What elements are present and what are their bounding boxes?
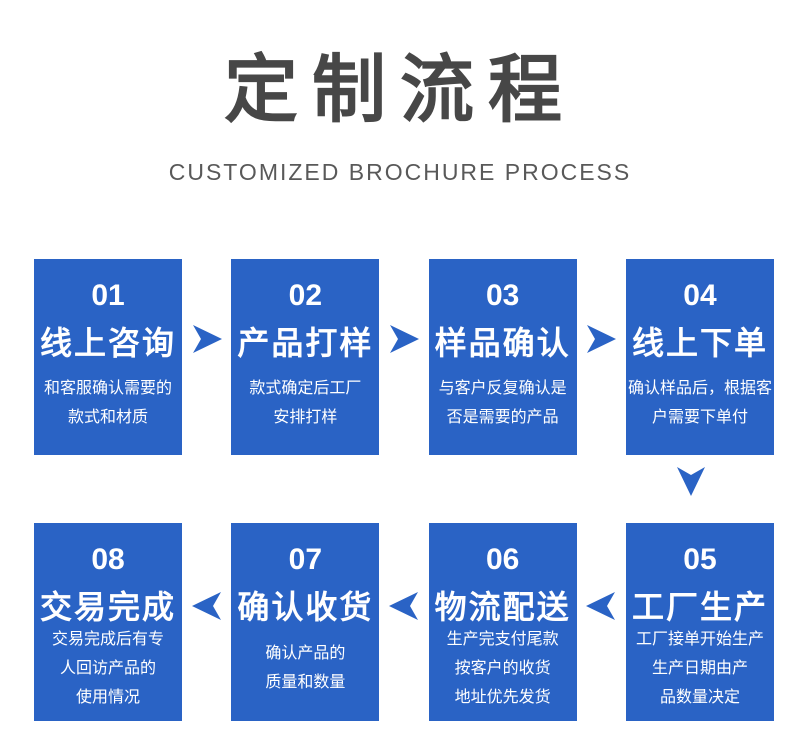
step-number: 06 xyxy=(485,543,520,576)
step-description: 生产完支付尾款 按客户的收货 地址优先发货 xyxy=(446,631,559,706)
arrow-left-icon xyxy=(586,592,616,620)
arrow-right-icon xyxy=(389,325,419,353)
page-subtitle: CUSTOMIZED BROCHURE PROCESS xyxy=(168,158,632,185)
step-card-07: 07 确认收货 确认产品的 质量和数量 xyxy=(231,523,380,721)
step-number: 03 xyxy=(485,279,520,312)
arrow-gap xyxy=(577,259,626,455)
step-title: 产品打样 xyxy=(237,325,374,361)
arrow-gap xyxy=(182,523,231,721)
step-card-08: 08 交易完成 交易完成后有专 人回访产品的 使用情况 xyxy=(34,523,182,721)
arrow-left-icon xyxy=(191,592,221,620)
step-title: 线上咨询 xyxy=(39,325,176,361)
arrow-left-icon xyxy=(388,592,418,620)
step-number: 08 xyxy=(91,543,125,576)
step-title: 样品确认 xyxy=(434,325,571,361)
step-card-03: 03 样品确认 与客户反复确认是 否是需要的产品 xyxy=(428,259,577,455)
step-number: 04 xyxy=(683,279,717,312)
step-title: 确认收货 xyxy=(237,589,374,625)
step-card-01: 01 线上咨询 和客服确认需要的 款式和材质 xyxy=(34,259,182,455)
step-description: 与客户反复确认是 否是需要的产品 xyxy=(438,379,567,426)
step-description: 确认样品后，根据客 户需要下单付 xyxy=(627,379,772,426)
step-number: 07 xyxy=(288,543,323,576)
step-number: 01 xyxy=(91,279,125,312)
step-description: 确认产品的 质量和数量 xyxy=(265,644,346,691)
step-description: 工厂接单开始生产 生产日期由产 品数量决定 xyxy=(635,631,764,706)
arrow-right-icon xyxy=(192,325,222,353)
header: 定制流程 CUSTOMIZED BROCHURE PROCESS xyxy=(0,44,800,186)
arrow-gap xyxy=(182,259,231,455)
step-number: 05 xyxy=(683,543,717,576)
arrow-gap xyxy=(379,523,428,721)
step-card-02: 02 产品打样 款式确定后工厂 安排打样 xyxy=(231,259,380,455)
page-title: 定制流程 xyxy=(224,48,576,131)
step-title: 工厂生产 xyxy=(631,589,768,625)
step-number: 02 xyxy=(288,279,323,312)
arrow-gap xyxy=(577,523,626,721)
step-title: 物流配送 xyxy=(434,589,571,625)
flow-row-bottom: 08 交易完成 交易完成后有专 人回访产品的 使用情况 07 确认收货 确认产品… xyxy=(34,523,774,721)
step-description: 款式确定后工厂 安排打样 xyxy=(249,379,362,426)
step-title: 线上下单 xyxy=(631,325,768,361)
step-card-05: 05 工厂生产 工厂接单开始生产 生产日期由产 品数量决定 xyxy=(625,523,774,721)
flow-row-top: 01 线上咨询 和客服确认需要的 款式和材质 02 产品打样 款式确定后工厂 安… xyxy=(34,259,774,455)
step-description: 交易完成后有专 人回访产品的 使用情况 xyxy=(51,631,164,706)
step-card-06: 06 物流配送 生产完支付尾款 按客户的收货 地址优先发货 xyxy=(428,523,577,721)
step-description: 和客服确认需要的 款式和材质 xyxy=(43,379,172,426)
arrow-down-icon xyxy=(677,467,705,496)
step-card-04: 04 线上下单 确认样品后，根据客 户需要下单付 xyxy=(625,259,774,455)
arrow-gap xyxy=(379,259,428,455)
step-title: 交易完成 xyxy=(39,589,176,625)
arrow-right-icon xyxy=(587,325,617,353)
